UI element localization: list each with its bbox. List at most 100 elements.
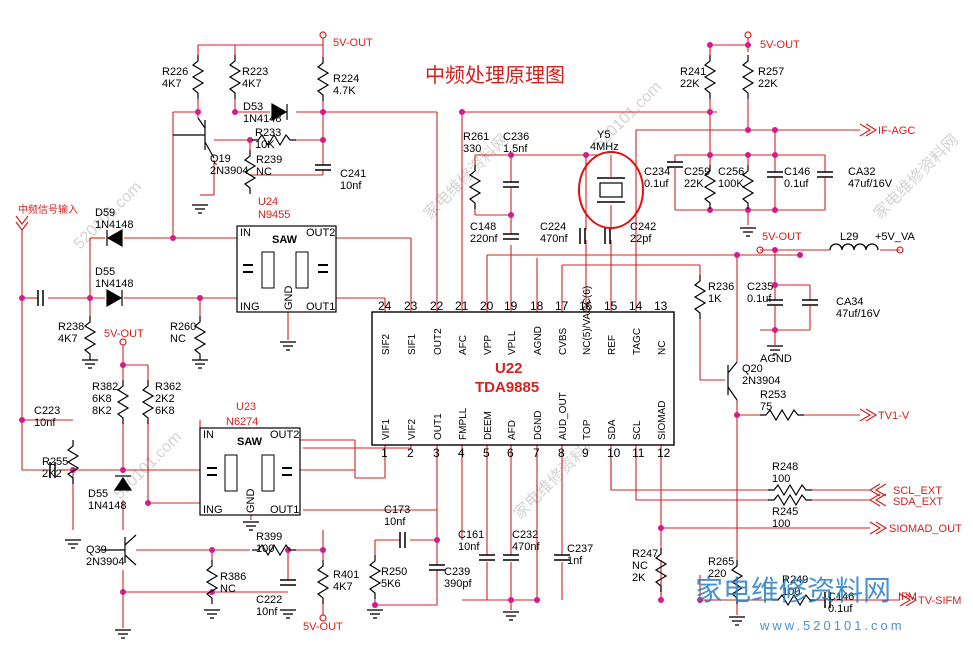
- component-label: 220: [708, 568, 726, 580]
- pin-number: 15: [604, 299, 618, 313]
- component-label: 2N3904: [210, 165, 249, 177]
- pin-number: 2: [407, 446, 414, 460]
- component-label: 4K7: [58, 333, 78, 345]
- component-label: D53: [243, 101, 263, 113]
- component-label: R265: [708, 556, 734, 568]
- component-label: R248: [772, 461, 798, 473]
- diodes: [106, 102, 288, 491]
- component-label: R386: [220, 571, 246, 583]
- component-label: 6K8: [92, 393, 112, 405]
- pin-label: OUT1: [270, 504, 299, 516]
- pin-number: 21: [455, 299, 469, 313]
- component-label: 22K: [684, 178, 704, 190]
- pin-name: CVBS: [558, 327, 569, 355]
- pin-label: ING: [203, 504, 223, 516]
- siomad-out-label: SIOMAD_OUT: [889, 523, 962, 535]
- component-label: C146: [784, 166, 810, 178]
- power-label: 5V-OUT: [762, 231, 802, 243]
- pin-name: NC(5)/VAGC(6): [582, 286, 593, 355]
- chip-pins-bottom: 1VIF12VIF23OUT14FMPLL5DEEM6AFD7DGND8AUD_…: [381, 392, 671, 460]
- junctions: [19, 42, 803, 608]
- pin-number: 11: [632, 446, 645, 460]
- component-label: C239: [444, 566, 470, 578]
- component-label: R239: [256, 154, 282, 166]
- component-label: D59: [95, 207, 115, 219]
- pin-name: AFC: [458, 335, 469, 355]
- pin-label: IN: [240, 227, 251, 239]
- component-label: CA32: [848, 166, 876, 178]
- component-label: D55: [95, 266, 115, 278]
- component-label: 8K2: [92, 405, 112, 417]
- pin-number: 6: [507, 446, 514, 460]
- component-label: R247: [632, 548, 658, 560]
- component-label: 2K2: [42, 468, 62, 480]
- component-label: D55: [88, 488, 108, 500]
- component-label: R399: [256, 531, 282, 543]
- component-label: C222: [256, 594, 282, 606]
- component-label: C148: [470, 221, 496, 233]
- pin-name: DGND: [533, 411, 544, 440]
- component-label: R255: [42, 456, 68, 468]
- component-label: 390pf: [444, 578, 472, 590]
- component-label: C146: [828, 591, 854, 603]
- component-label: R223: [242, 66, 268, 78]
- pin-name: SIF2: [381, 333, 392, 355]
- component-label: 0.1uf: [784, 178, 809, 190]
- power-label: 5V-OUT: [760, 39, 800, 51]
- component-label: NC: [220, 583, 236, 595]
- page-title: 中频处理原理图: [425, 63, 565, 87]
- component-label: 2K2: [155, 393, 175, 405]
- component-label: 100: [772, 473, 790, 485]
- signal-labels: 中频信号输入 IF-AGC TV1-V SCL_EXT SDA_EXT SIOM…: [18, 37, 962, 633]
- watermark-logo-text: 家电维修资料网: [695, 574, 891, 607]
- pin-label: OUT2: [306, 227, 335, 239]
- component-label: 10nf: [458, 541, 480, 553]
- pin-name: VPP: [483, 335, 494, 355]
- component-label: 47uf/16V: [836, 308, 881, 320]
- component-label: 5K6: [381, 578, 401, 590]
- pin-name: OUT1: [433, 413, 444, 440]
- transistors: [100, 117, 738, 566]
- chip-part: TDA9885: [475, 379, 539, 396]
- saw-filter-u24: IN OUT2 ING GND OUT1 SAW U24 N9455: [236, 196, 337, 313]
- pin-label: GND: [283, 286, 295, 311]
- component-label: 1K: [708, 293, 722, 305]
- power-label: 5V-OUT: [333, 37, 373, 49]
- pin-number: 7: [533, 446, 540, 460]
- pin-number: 14: [629, 299, 643, 313]
- input-signal-label: 中频信号输入: [18, 203, 78, 216]
- component-label: C241: [340, 168, 366, 180]
- pin-name: VIF1: [381, 418, 392, 440]
- component-label: 470nf: [512, 541, 540, 553]
- crystal-y5: Y5 4MHz: [578, 129, 644, 229]
- component-label: 470nf: [540, 233, 568, 245]
- component-label: C223: [34, 405, 60, 417]
- component-label: 2N3904: [86, 556, 125, 568]
- component-label: R238: [58, 321, 84, 333]
- pin-label: OUT2: [270, 429, 299, 441]
- component-label: C234: [644, 166, 670, 178]
- filter-ref: U24: [258, 196, 278, 208]
- pin-name: AGND: [533, 326, 544, 355]
- agnd-label: AGND: [760, 353, 792, 365]
- component-label: C236: [503, 131, 529, 143]
- component-label: L29: [840, 231, 858, 243]
- pin-name: SIF1: [407, 333, 418, 355]
- component-label: R241: [680, 66, 706, 78]
- component-label: 10nf: [34, 417, 56, 429]
- pin-name: NC: [657, 341, 668, 355]
- component-label: R253: [760, 389, 786, 401]
- component-label: C242: [630, 221, 656, 233]
- component-label: 100: [256, 543, 274, 555]
- component-label: 0.1uf: [828, 603, 853, 615]
- pin-number: 23: [404, 299, 418, 313]
- watermark-text: 家电维修资料网: [870, 131, 962, 223]
- component-label: 1.5nf: [503, 143, 528, 155]
- component-label: R250: [381, 566, 407, 578]
- chip-ref: U22: [495, 360, 523, 377]
- pin-number: 13: [654, 299, 668, 313]
- pin-number: 8: [558, 446, 565, 460]
- saw-label: SAW: [272, 234, 298, 246]
